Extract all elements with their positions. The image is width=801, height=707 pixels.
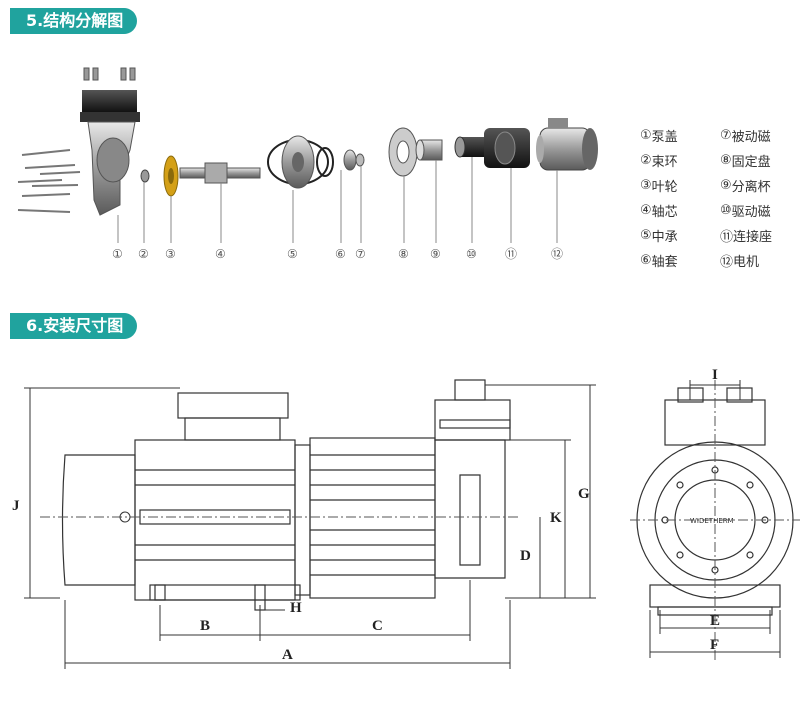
- dim-label-d: D: [520, 548, 531, 564]
- nameplate-text: WIDETHERM: [690, 517, 734, 525]
- dim-label-c: C: [372, 618, 383, 634]
- legend-label: 被动磁: [731, 130, 771, 145]
- drive-magnet-part: [454, 136, 488, 158]
- bolt-set: [17, 149, 81, 213]
- legend-number: ⑪: [720, 230, 734, 245]
- legend-label: 驱动磁: [731, 205, 771, 220]
- callout-8: ⑧: [398, 247, 409, 261]
- legend-label: 连接座: [733, 230, 773, 245]
- legend-label: 固定盘: [731, 155, 771, 170]
- dim-label-g: G: [578, 486, 590, 502]
- dim-label-e: E: [710, 613, 720, 629]
- legend-number: ⑧: [720, 153, 732, 168]
- legend-number: ⑤: [640, 228, 652, 243]
- legend-label: 轴芯: [651, 205, 678, 220]
- callout-10: ⑩: [466, 247, 477, 261]
- fixed-plate-part: [388, 127, 418, 177]
- top-bolts: [83, 67, 136, 81]
- legend-number: ①: [640, 128, 652, 143]
- callout-4: ④: [215, 247, 226, 261]
- front-dimension-labels: I E F: [710, 367, 720, 653]
- callout-12: ⑫: [551, 247, 563, 261]
- callout-5: ⑤: [287, 247, 298, 261]
- clamp-ring-part: [140, 169, 150, 183]
- side-dimension-labels: J B H C A D K G: [12, 486, 590, 663]
- callout-1: ①: [112, 247, 123, 261]
- callout-3: ③: [165, 247, 176, 261]
- front-dimension-lines: [649, 380, 781, 658]
- legend-number: ⑨: [720, 178, 732, 193]
- middle-bearing-part: [267, 135, 334, 189]
- callout-9: ⑨: [430, 247, 441, 261]
- side-view-drawing: [61, 379, 511, 611]
- sleeve-part: [343, 149, 365, 171]
- legend-number: ⑩: [720, 203, 732, 218]
- legend-label: 分离杯: [731, 180, 771, 195]
- motor-part: [536, 118, 598, 171]
- dim-label-a: A: [282, 647, 293, 663]
- dim-label-j: J: [12, 498, 20, 514]
- legend-label: 电机: [733, 255, 760, 270]
- legend-number: ⑦: [720, 128, 732, 143]
- isolation-cup-part: [415, 139, 443, 161]
- legend-number: ⑥: [640, 253, 652, 268]
- dim-label-i: I: [712, 367, 718, 383]
- callout-leaders: [117, 157, 558, 243]
- legend-label: 叶轮: [651, 180, 678, 195]
- callout-6: ⑥: [335, 247, 346, 261]
- shaft-center-mark: [119, 511, 131, 523]
- legend-number: ②: [640, 153, 652, 168]
- connecting-seat-part: [484, 128, 530, 168]
- legend-number: ④: [640, 203, 652, 218]
- callout-2: ②: [138, 247, 149, 261]
- legend-number: ⑫: [720, 255, 734, 270]
- shaft-part: [179, 162, 261, 184]
- structure-section-title: 5.结构分解图: [10, 8, 138, 34]
- dimension-section-title: 6.安装尺寸图: [10, 313, 138, 339]
- legend-number: ③: [640, 178, 652, 193]
- legend-label: 泵盖: [651, 130, 678, 145]
- dim-label-f: F: [710, 637, 719, 653]
- legend-label: 束环: [651, 155, 678, 170]
- callout-7: ⑦: [355, 247, 366, 261]
- impeller-part: [163, 155, 179, 197]
- legend-label: 轴套: [651, 255, 678, 270]
- legend-label: 中承: [651, 230, 678, 245]
- dim-label-k: K: [550, 510, 562, 526]
- dim-label-h: H: [290, 600, 302, 616]
- dim-label-b: B: [200, 618, 210, 634]
- side-dimension-lines: [24, 384, 596, 669]
- callout-numbers: ① ② ③ ④ ⑤ ⑥ ⑦ ⑧ ⑨ ⑩ ⑪ ⑫: [112, 247, 563, 261]
- pump-cover-part: [80, 90, 140, 216]
- callout-11: ⑪: [505, 247, 517, 261]
